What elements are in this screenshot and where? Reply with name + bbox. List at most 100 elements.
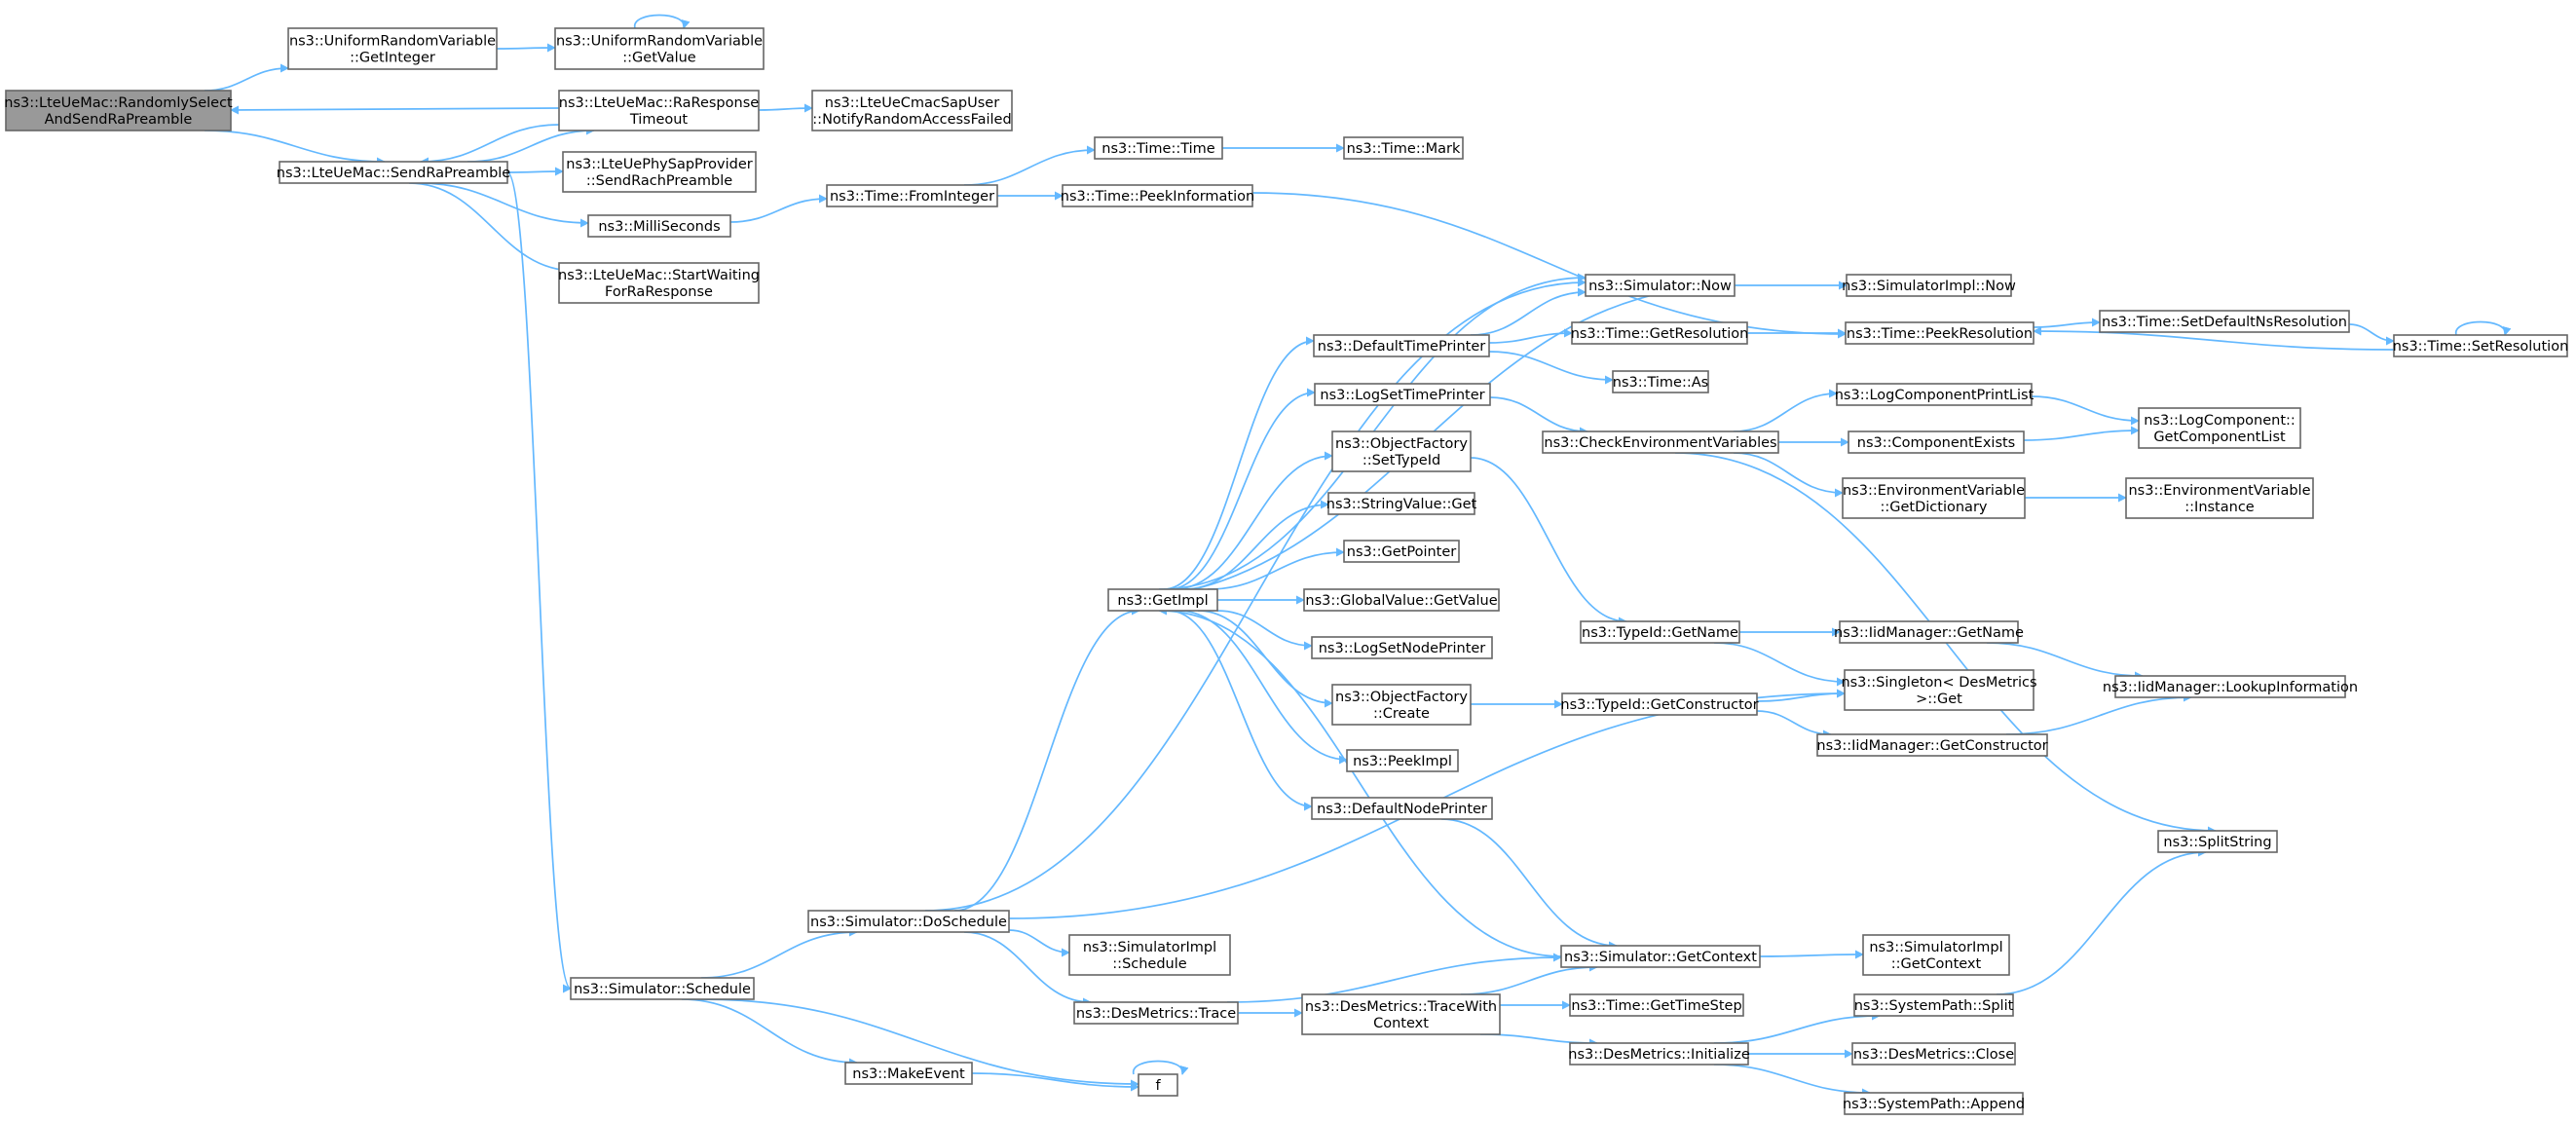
edge-time_peekresolution-to-time_setdefaultns [2033,318,2101,328]
node-f[interactable]: f [1138,1073,1178,1097]
node-box [1107,588,1218,612]
node-simimpl-getcontext[interactable]: ns3::SimulatorImpl::GetContext [1862,934,2010,976]
node-send-ra-preamble[interactable]: ns3::LteUeMac::SendRaPreamble [277,161,511,184]
edge-time_peekinfo-to-time_peekresolution [1251,192,1847,339]
node-box [558,262,760,304]
node-label-line: ns3::UniformRandomVariable [556,34,763,50]
node-simulator-doschedule[interactable]: ns3::Simulator::DoSchedule [807,910,1010,933]
node-urv-getinteger[interactable]: ns3::UniformRandomVariable::GetInteger [287,27,498,70]
node-time-frominteger[interactable]: ns3::Time::FromInteger [826,184,998,207]
edge-systempath_split-to-splitstring [1996,847,2207,995]
node-label-line: ns3::SimulatorImpl [1869,940,2002,955]
node-label-line: ns3::LogComponent:: [2144,413,2296,429]
node-check-env-vars[interactable]: ns3::CheckEnvironmentVariables [1542,430,1779,454]
node-label-line: ns3::Time::Time [1101,141,1215,157]
edge-simulator_schedule-to-f [700,998,1139,1089]
node-label-line: ns3::MilliSeconds [598,219,720,235]
node-time-gettimestep[interactable]: ns3::Time::GetTimeStep [1569,993,1744,1017]
node-time-peekresolution[interactable]: ns3::Time::PeekResolution [1845,321,2035,345]
node-iidmanager-getconstructor[interactable]: ns3::IidManager::GetConstructor [1816,733,2048,757]
node-splitstring[interactable]: ns3::SplitString [2157,830,2278,853]
node-component-exists[interactable]: ns3::ComponentExists [1848,430,2025,454]
node-box [807,910,1010,933]
node-label-line: ns3::Time::GetTimeStep [1571,998,1741,1014]
node-objfactory-settypeid[interactable]: ns3::ObjectFactory::SetTypeId [1331,430,1472,472]
edge-urv_getinteger-to-urv_getvalue [496,43,556,53]
node-objfactory-create[interactable]: ns3::ObjectFactory::Create [1331,684,1472,726]
node-label-line: ns3::LteUeMac::StartWaiting [558,268,760,283]
edge-simulator_schedule-to-simulator_doschedule [700,927,858,979]
edge-typeid_getname-to-singleton_get [1713,642,1846,687]
node-send-rach-preamble[interactable]: ns3::LteUePhySapProvider::SendRachPreamb… [562,151,757,193]
node-box [811,90,1013,131]
edge-makeevent-to-f [971,1072,1139,1092]
node-systempath-append[interactable]: ns3::SystemPath::Append [1843,1092,2025,1115]
node-label-line: ns3::DefaultNodePrinter [1317,802,1487,817]
node-time-mark[interactable]: ns3::Time::Mark [1343,136,1464,160]
edge-simulator_doschedule-to-desmetrics_trace [963,931,1092,1007]
node-box [1844,1092,2024,1115]
node-label-line: ns3::Time::GetResolution [1571,326,1749,342]
node-stringvalue-get[interactable]: ns3::StringValue::Get [1326,492,1477,515]
node-urv-getvalue[interactable]: ns3::UniformRandomVariable::GetValue [554,27,765,70]
node-randomly-select[interactable]: ns3::LteUeMac::RandomlySelectAndSendRaPr… [4,90,233,131]
node-getimpl[interactable]: ns3::GetImpl [1107,588,1218,612]
node-logset-nodeprinter[interactable]: ns3::LogSetNodePrinter [1311,636,1493,659]
node-label-line: ns3::ObjectFactory [1335,690,1468,705]
edge-getimpl-to-logset_nodeprinter [1216,610,1313,651]
edge-desmetrics_initialize-to-systempath_split [1713,1011,1881,1044]
edge-default_node_printer-to-simulator_getcontext [1440,818,1618,951]
node-iidmanager-getname[interactable]: ns3::IidManager::GetName [1834,620,2024,644]
edge-send_ra_preamble-to-milliseconds [418,182,589,228]
node-time-time[interactable]: ns3::Time::Time [1094,136,1223,160]
node-box [1571,321,1748,345]
node-box [1301,993,1501,1035]
edge-send_ra_preamble-to-send_rach_preamble [506,167,564,176]
edge-send_ra_preamble-to-simulator_schedule [506,171,572,993]
edge-urv_getvalue-to-urv_getvalue [634,14,691,29]
node-desmetrics-close[interactable]: ns3::DesMetrics::Close [1851,1042,2016,1066]
node-time-peekinfo[interactable]: ns3::Time::PeekInformation [1061,184,1254,207]
node-simulator-schedule[interactable]: ns3::Simulator::Schedule [570,977,755,1000]
node-box [1846,274,2012,297]
node-makeevent[interactable]: ns3::MakeEvent [844,1062,973,1085]
node-box [1311,636,1493,659]
node-getpointer[interactable]: ns3::GetPointer [1343,540,1460,563]
edge-simulator_doschedule-to-simimpl_schedule [1008,929,1070,957]
node-time-as[interactable]: ns3::Time::As [1612,370,1709,393]
node-time-setresolution[interactable]: ns3::Time::SetResolution [2393,334,2569,357]
node-logcomp-getlist[interactable]: ns3::LogComponent::GetComponentList [2138,407,2301,449]
node-peekimpl[interactable]: ns3::PeekImpl [1346,749,1459,772]
node-envvar-getdict[interactable]: ns3::EnvironmentVariable::GetDictionary [1842,477,2026,519]
node-systempath-split[interactable]: ns3::SystemPath::Split [1853,993,2014,1017]
node-logcomp-printlist[interactable]: ns3::LogComponentPrintList [1835,383,2035,406]
node-desmetrics-initialize[interactable]: ns3::DesMetrics::Initialize [1568,1042,1750,1066]
node-default-node-printer[interactable]: ns3::DefaultNodePrinter [1311,797,1493,820]
node-box [279,161,508,184]
edge-milliseconds-to-time_frominteger [729,194,828,223]
node-default-time-printer[interactable]: ns3::DefaultTimePrinter [1313,334,1490,357]
node-typeid-getname[interactable]: ns3::TypeId::GetName [1580,620,1740,644]
node-logset-timeprinter[interactable]: ns3::LogSetTimePrinter [1314,383,1491,406]
node-milliseconds[interactable]: ns3::MilliSeconds [587,214,731,238]
node-simulator-getcontext[interactable]: ns3::Simulator::GetContext [1560,945,1761,968]
edge-f-to-f [1133,1060,1189,1075]
node-envvar-instance[interactable]: ns3::EnvironmentVariable::Instance [2125,477,2314,519]
node-simimpl-now[interactable]: ns3::SimulatorImpl::Now [1842,274,2016,297]
node-label-line: ns3::EnvironmentVariable [2128,483,2310,499]
node-time-getresolution[interactable]: ns3::Time::GetResolution [1571,321,1749,345]
node-typeid-getconstructor[interactable]: ns3::TypeId::GetConstructor [1560,692,1759,716]
node-simulator-now[interactable]: ns3::Simulator::Now [1585,274,1736,297]
node-notify-ra-failed[interactable]: ns3::LteUeCmacSapUser::NotifyRandomAcces… [811,90,1013,131]
node-label-line: ns3::UniformRandomVariable [289,34,496,50]
node-simimpl-schedule[interactable]: ns3::SimulatorImpl::Schedule [1068,934,1231,976]
node-desmetrics-trace[interactable]: ns3::DesMetrics::Trace [1073,1001,1239,1025]
node-globalvalue-getvalue[interactable]: ns3::GlobalValue::GetValue [1303,588,1500,612]
node-time-setdefaultns[interactable]: ns3::Time::SetDefaultNsResolution [2099,310,2350,333]
node-label-line: ns3::LteUePhySapProvider [566,157,753,172]
node-singleton-get[interactable]: ns3::Singleton< DesMetrics >::Get [1841,669,2037,711]
node-iidmanager-lookup[interactable]: ns3::IidManager::LookupInformation [2103,675,2358,698]
